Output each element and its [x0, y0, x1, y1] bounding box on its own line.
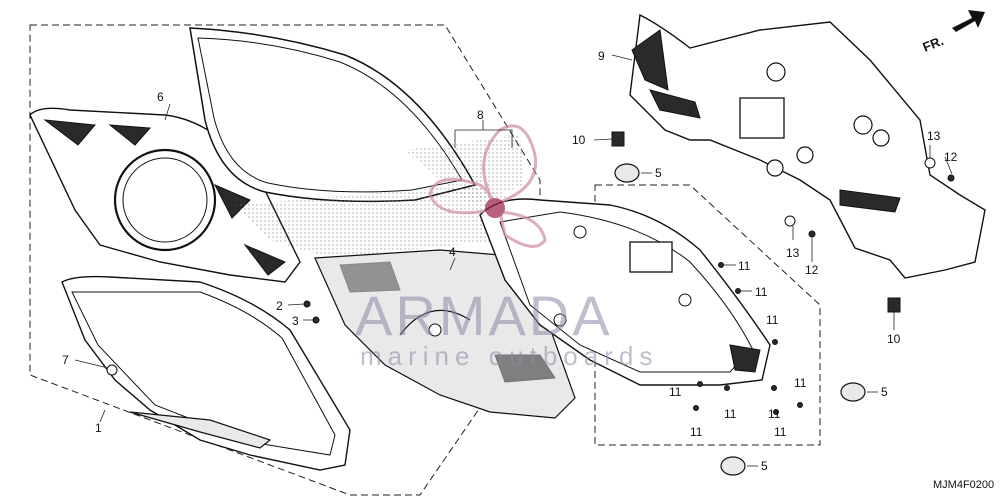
- callout-2: 2: [276, 299, 283, 313]
- callout-1: 1: [95, 421, 102, 435]
- callout-5-bottom: 5: [761, 459, 768, 473]
- callout-8: 8: [477, 108, 484, 122]
- callout-4: 4: [449, 245, 456, 259]
- assembly-outline-right: [594, 184, 821, 446]
- callout-9: 9: [598, 49, 605, 63]
- callout-11-e: 11: [724, 407, 737, 421]
- diagram-ref-code: MJM4F0200: [933, 479, 994, 491]
- callout-13-lower: 13: [786, 246, 800, 260]
- front-direction-marker: FR.: [921, 10, 985, 55]
- callout-11-f: 11: [690, 425, 703, 439]
- callout-11-b: 11: [755, 285, 768, 299]
- watermark-logo: [428, 124, 547, 248]
- callout-11-h: 11: [794, 376, 807, 390]
- callout-12-lower: 12: [805, 263, 819, 277]
- front-direction-label: FR.: [921, 33, 946, 55]
- watermark-brand: ARMADA: [355, 284, 613, 347]
- upper-cowl-part: [629, 13, 986, 279]
- watermark-tagline: marine outboards: [360, 341, 658, 371]
- callout-10-left: 10: [572, 133, 586, 147]
- callout-13-right: 13: [927, 129, 941, 143]
- callout-12-right: 12: [944, 150, 958, 164]
- meter-cover-part: [61, 275, 351, 471]
- callout-11-g: 11: [768, 407, 781, 421]
- circuit-board-part: [314, 249, 576, 419]
- callout-11-a: 11: [738, 259, 751, 273]
- leader-lines: [74, 54, 953, 467]
- meter-case-part: [479, 198, 771, 386]
- hardware-parts: [303, 131, 955, 476]
- callout-6: 6: [157, 90, 164, 104]
- callout-11-i: 11: [774, 425, 787, 439]
- callout-5-right: 5: [881, 385, 888, 399]
- callout-5-upper: 5: [655, 166, 662, 180]
- front-arrow-icon: [952, 10, 985, 32]
- callout-11-d: 11: [669, 385, 682, 399]
- callout-10-right: 10: [887, 332, 901, 346]
- callout-11-c: 11: [766, 313, 779, 327]
- callout-7: 7: [62, 353, 69, 367]
- callout-3: 3: [292, 314, 299, 328]
- meter-lens-part: [189, 27, 525, 258]
